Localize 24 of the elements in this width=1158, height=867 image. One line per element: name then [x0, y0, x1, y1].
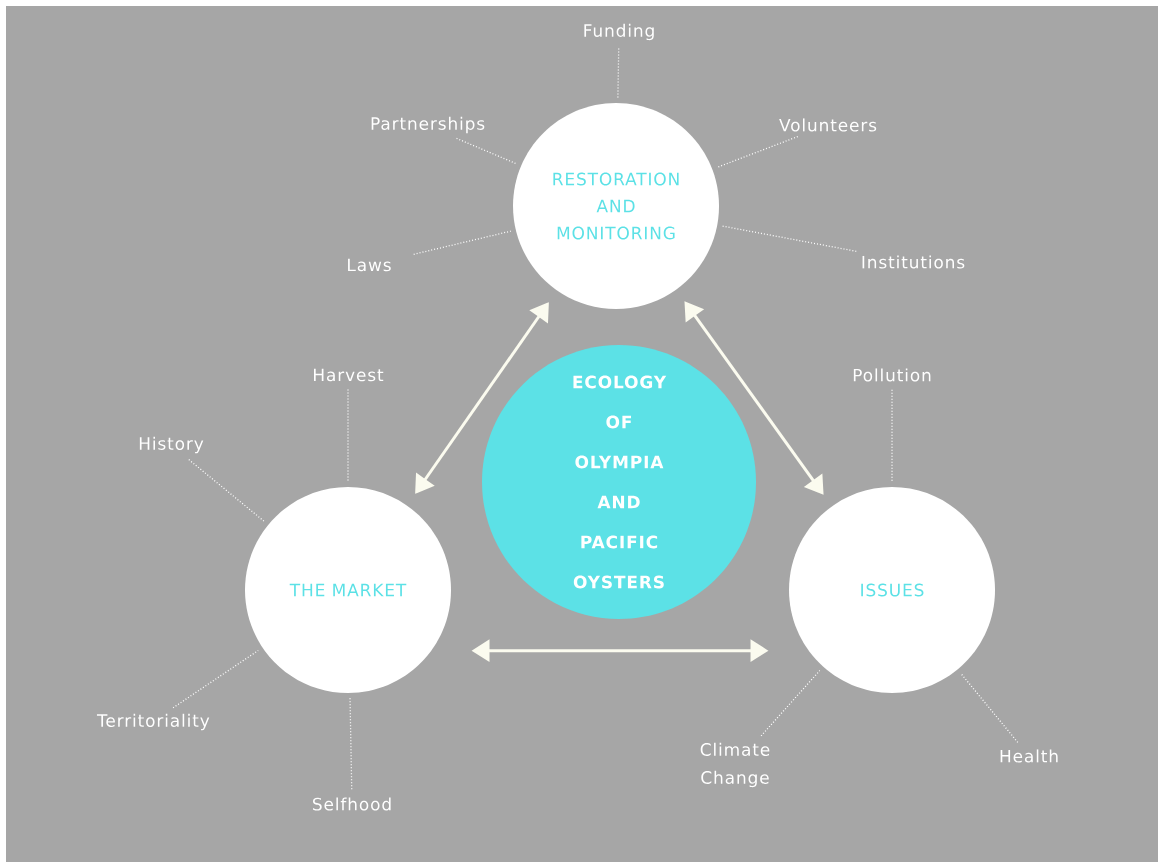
leader-line	[716, 135, 799, 169]
topic-label: History	[139, 436, 204, 454]
double-arrow	[415, 302, 549, 494]
leader-line	[721, 225, 857, 252]
topic-label: Pollution	[853, 368, 931, 382]
leader-line	[960, 672, 1019, 744]
topic-label: Territoriality	[96, 713, 210, 731]
leader-line	[172, 649, 259, 709]
topic-label: Funding	[584, 23, 654, 41]
leader-line	[349, 697, 353, 790]
leader-line	[617, 47, 620, 99]
topic-label: Laws	[348, 258, 391, 272]
leader-line	[891, 389, 893, 483]
topic-label: Institutions	[862, 255, 965, 269]
topic-label: Climate Change	[700, 742, 770, 788]
leader-line	[455, 137, 518, 165]
topic-label: Selfhood	[313, 797, 391, 811]
leader-line	[760, 669, 821, 737]
leader-line	[413, 230, 512, 255]
topic-label: Volunteers	[779, 118, 877, 132]
leader-line	[188, 458, 265, 523]
topic-label: Partnerships	[371, 116, 485, 134]
topic-label: Health	[1000, 749, 1058, 763]
topic-label: Harvest	[314, 368, 384, 382]
